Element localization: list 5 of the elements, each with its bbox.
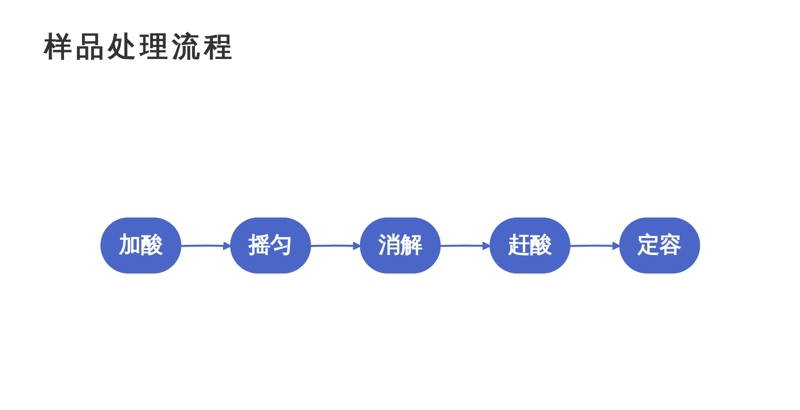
title: 样品处理流程 xyxy=(44,29,236,65)
arrow xyxy=(440,240,491,250)
arrow xyxy=(310,240,362,250)
arrow xyxy=(570,240,620,250)
arrow xyxy=(180,240,232,250)
